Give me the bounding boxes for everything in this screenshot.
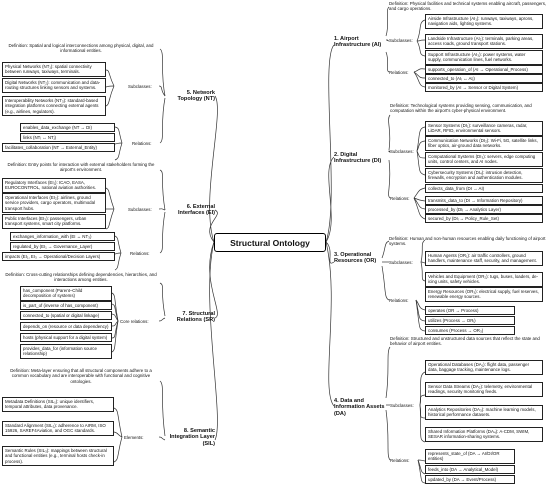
branch-title: Network Topology (NT) [177, 90, 216, 103]
branch-number: 8. [183, 428, 189, 434]
digital-subclass-2: Communication Networks (DI₂): Wi-Fi, 5G,… [425, 136, 543, 151]
data-relation-1: represents_state_of (DA → AI/DI/OR entit… [425, 449, 515, 464]
data-relations-label: Relations: [390, 458, 410, 463]
digital-subclass-3: Computational Systems (DI₃): servers, ed… [425, 152, 543, 167]
branch-semantic-integration-layer: 8. Semantic Integration Layer (SIL) [160, 428, 215, 447]
airport-definition: Definition: Physical facilities and tech… [389, 1, 547, 12]
external-subclasses-label: Subclasses: [128, 207, 152, 212]
external-subclass-3: Public Interfaces (EI₃): passengers, urb… [2, 214, 106, 229]
structural-core-5: hosts (physical support for a digital sy… [20, 333, 112, 343]
branch-external-interfaces: 6. External Interfaces (EI) [165, 204, 215, 217]
airport-subclass-1: Airside Infrastructure (AI₁): runways, t… [425, 14, 543, 29]
network-subclass-1: Physical Networks (NT₁): spatial connect… [2, 62, 106, 77]
operational-relation-2: utilizes (Process → ORᵢ) [425, 316, 515, 326]
semantic-element-2: Standard Alignment (SIL₂): adherence to … [2, 421, 114, 436]
structural-definition: Definition: Cross-cutting relationships … [5, 272, 157, 283]
data-subclass-4: Shared Information Platforms (DA₄): A-CD… [425, 427, 543, 442]
operational-subclass-3: Energy Resources (OR₃): electrical suppl… [425, 287, 543, 302]
digital-subclasses-label: Subclasses: [390, 149, 414, 154]
digital-relation-3: processed_by (DIᵢ → Analytics Layer) [425, 205, 543, 215]
branch-title: External Interfaces (EI) [178, 204, 215, 217]
branch-network-topology: 5. Network Topology (NT) [165, 90, 216, 103]
airport-subclasses-label: Subclasses: [389, 38, 413, 43]
operational-subclasses-label: Subclasses: [389, 260, 413, 265]
external-subclass-1: Regulatory Interfaces (EI₁): ICAO, EASA,… [2, 178, 106, 193]
operational-subclass-2: Vehicles and Equipment (OR₂): tugs, buse… [425, 272, 543, 287]
external-subclass-2: Operational Interfaces (EI₂): airlines, … [2, 193, 106, 214]
semantic-element-3: Semantic Rules (SIL₃): mappings between … [2, 446, 114, 467]
data-subclass-1: Operational Databases (DA₁): flight data… [425, 360, 543, 375]
digital-relations-label: Relations: [390, 196, 410, 201]
branch-title: Data and Information Assets (DA) [334, 398, 385, 417]
branch-digital-infrastructure: 2. Digital Infrastructure (DI) [334, 152, 389, 165]
branch-number: 3. [334, 252, 339, 258]
semantic-elements-label: Elements: [124, 435, 144, 440]
semantic-element-1: Metadata Definitions (SIL₁): unique iden… [2, 397, 114, 412]
airport-relation-2: connected_to (AIᵢ ↔ AIⱼ) [425, 74, 543, 84]
structural-core-1: has_component (Parent–Child decompositio… [20, 286, 112, 301]
network-relations-label: Relations: [132, 141, 152, 146]
structural-core-4: depends_on (resource or data dependency) [20, 322, 112, 332]
external-definition: Definition: Entry points for interaction… [7, 162, 155, 173]
structural-core-2: is_part_of (inverse of has_component) [20, 301, 112, 311]
branch-airport-infrastructure: 1. Airport Infrastructure (AI) [334, 36, 386, 49]
branch-title: Digital Infrastructure (DI) [334, 152, 382, 165]
data-relation-3: updated_by (DA → Event/Process) [425, 475, 515, 485]
branch-number: 6. [186, 204, 192, 210]
digital-relation-4: secured_by (DIᵢ → Policy_Rule_Set) [425, 214, 543, 224]
external-relation-3: impacts (EI₁, EI₃ → Operational/Decision… [2, 252, 115, 262]
operational-subclass-1: Human Agents (OR₁): air traffic controll… [425, 251, 543, 266]
network-subclass-3: Interoperability Networks (NT₃): standar… [2, 96, 106, 117]
operational-relation-1: operates (OR → Process) [425, 306, 515, 316]
data-subclasses-label: Subclasses: [390, 403, 414, 408]
branch-title: Structural Relations (SR) [176, 311, 215, 324]
branch-number: 2. [334, 152, 339, 158]
data-relation-2: feeds_into (DA → Analytical_Model) [425, 465, 515, 475]
central-topic: Structural Ontology [214, 233, 326, 252]
structural-core-6: provides_data_for (information source re… [20, 344, 112, 359]
network-definition: Definition: Spatial and logical intercon… [8, 43, 154, 54]
branch-number: 1. [334, 36, 339, 42]
network-relation-1: enables_data_exchange (NT → DI) [20, 123, 115, 133]
network-relation-2: links (NTᵢ ↔ NTⱼ) [20, 133, 115, 143]
data-subclass-2: Sensor Data Streams (DA₂): telemetry, en… [425, 382, 543, 397]
network-subclasses-label: Subclasses: [128, 84, 152, 89]
branch-operational-resources: 3. Operational Resources (OR) [334, 252, 382, 265]
digital-definition: Definition: Technological systems provid… [390, 103, 532, 114]
airport-relation-1: supports_operation_of (AI → Operational_… [425, 65, 543, 75]
operational-relations-label: Relations: [389, 298, 409, 303]
branch-title: Semantic Integration Layer (SIL) [169, 428, 215, 447]
data-subclass-3: Analytics Repositories (DA₃): machine le… [425, 405, 543, 420]
operational-definition: Definition: Human and non-human resource… [389, 236, 546, 247]
external-relations-label: Relations: [130, 251, 150, 256]
network-relation-3: facilitates_collaboration (NT → External… [2, 143, 115, 153]
structural-core-label: Core relations: [120, 319, 149, 324]
airport-subclass-3: Support Infrastructure (AI₃): power syst… [425, 50, 543, 65]
branch-number: 5. [186, 90, 192, 96]
digital-relation-1: collects_data_from (DI → AI) [425, 184, 543, 194]
network-subclass-2: Digital Networks (NT₂): communication an… [2, 78, 106, 93]
branch-number: 4. [334, 398, 339, 404]
semantic-definition: Definition: Meta-layer ensuring that all… [10, 368, 152, 384]
airport-relations-label: Relations: [389, 70, 409, 75]
digital-subclass-1: Sensor Systems (DI₁): surveillance camer… [425, 121, 543, 136]
branch-title: Airport Infrastructure (AI) [334, 36, 382, 49]
branch-title: Operational Resources (OR) [334, 252, 377, 265]
external-relation-1: exchanges_information_with (EI ↔ NT₃) [10, 232, 115, 242]
structural-core-3: connected_to (spatial or digital linkage… [20, 311, 112, 321]
digital-relation-2: transmits_data_to (DI → Information Repo… [425, 196, 543, 206]
data-definition: Definition: Structured and unstructured … [390, 336, 540, 347]
branch-number: 7. [182, 311, 188, 317]
external-relation-2: regulated_by (EI₁ → Governance_Layer) [10, 242, 115, 252]
airport-relation-3: monitored_by (AI → Sensor or Digital Sys… [425, 83, 543, 93]
branch-data-information-assets: 4. Data and Information Assets (DA) [334, 398, 386, 417]
airport-subclass-2: Landside Infrastructure (AI₂): terminals… [425, 34, 543, 49]
operational-relation-3: consumes (Process → OR₃) [425, 326, 515, 336]
branch-structural-relations: 7. Structural Relations (SR) [165, 311, 215, 324]
digital-subclass-4: Cybersecurity Systems (DI₄): intrusion d… [425, 168, 543, 183]
